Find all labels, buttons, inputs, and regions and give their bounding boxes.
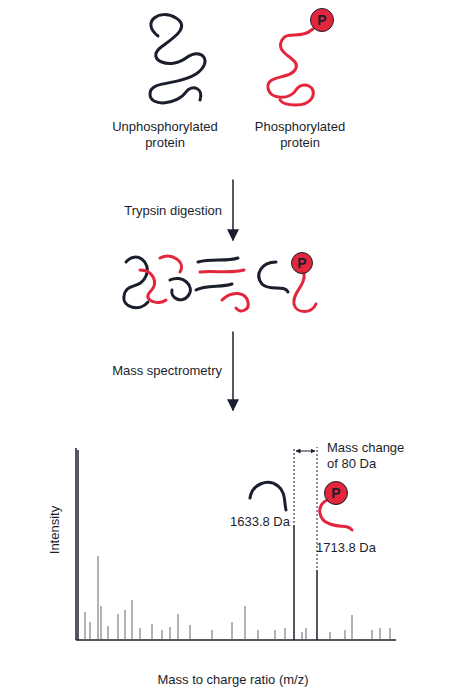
- sample-label: Phosphorylated protein: [248, 119, 352, 151]
- step-label: Trypsin digestion: [90, 203, 222, 219]
- peak-mass: 1633.8 Da: [226, 514, 290, 530]
- peptide-fragment: [170, 278, 190, 299]
- peptide-fragment: [222, 293, 248, 310]
- peptide-fragment: [200, 270, 244, 272]
- axis-title: Intensity: [47, 485, 63, 575]
- peak-mass: 1713.8 Da: [316, 540, 386, 556]
- peptide-fragment: [124, 257, 148, 308]
- peptide-fragment: [294, 273, 316, 312]
- protein-strand: [150, 15, 205, 103]
- peptide-fragment: [140, 270, 166, 302]
- axis-title: Mass to charge ratio (m/z): [113, 672, 353, 688]
- step-label: Mass spectrometry: [90, 363, 222, 379]
- peptide-fragment: [196, 284, 232, 290]
- peptide-fragment: [160, 256, 181, 272]
- peptide-icon: [250, 482, 286, 510]
- sample-label: Unphosphorylated protein: [104, 119, 226, 151]
- process-arrow: [232, 332, 234, 410]
- x-axis: [76, 639, 396, 641]
- phosphate-circle: P: [324, 481, 348, 505]
- protein-strand: [268, 29, 313, 105]
- guide-lines: [294, 447, 317, 568]
- phosphate-symbol: P: [317, 12, 326, 28]
- peptide-fragment: [198, 258, 238, 262]
- phosphate-circle: P: [310, 8, 334, 32]
- phosphate-symbol: P: [331, 485, 340, 501]
- process-arrow: [232, 180, 234, 240]
- peptide-fragment: [259, 262, 288, 292]
- main-peaks: [78, 450, 317, 640]
- annotation: Mass change of 80 Da: [327, 440, 415, 472]
- mass-difference-arrow: [296, 451, 315, 452]
- y-axis: [75, 448, 77, 640]
- phosphate-symbol: P: [297, 255, 306, 271]
- phosphate-circle: P: [291, 252, 313, 274]
- spectrum-peaks: [85, 556, 390, 640]
